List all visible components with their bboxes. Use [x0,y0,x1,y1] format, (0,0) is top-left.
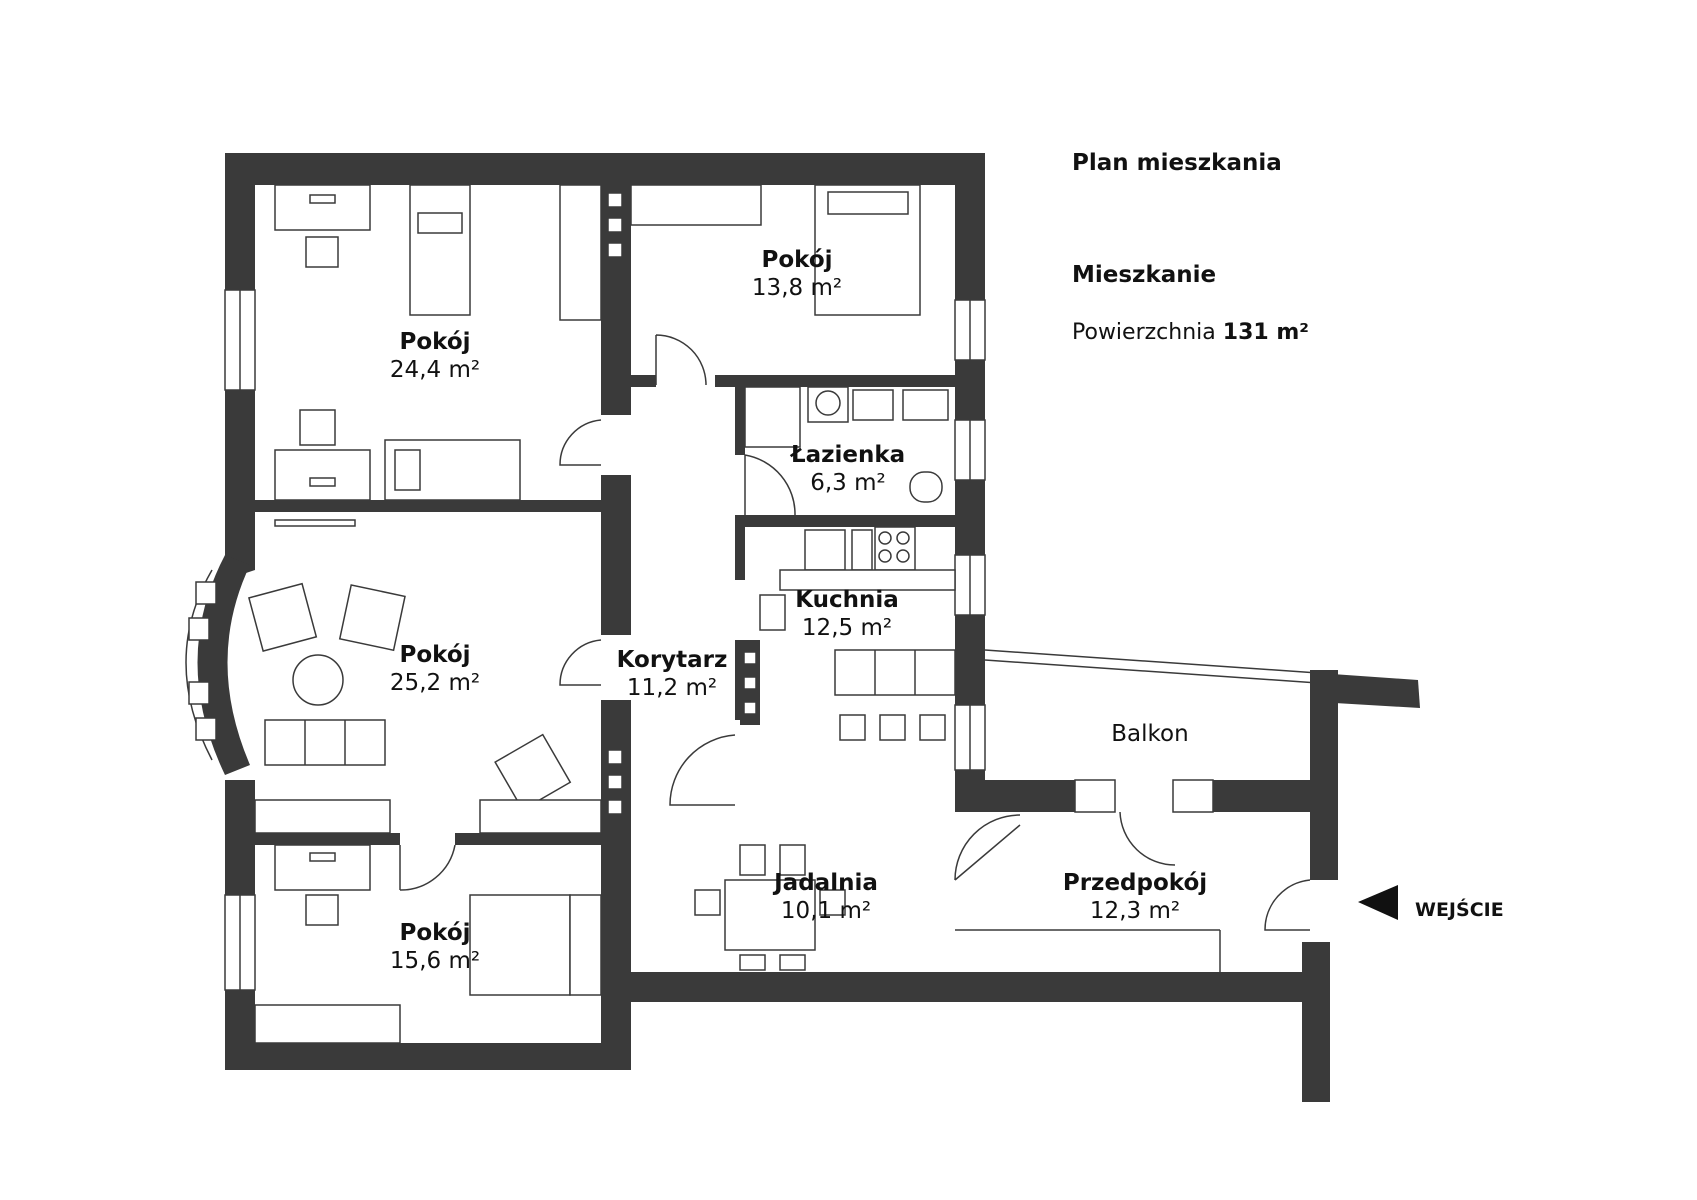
room-name: Korytarz [617,647,728,673]
room-name: Pokój [399,920,470,946]
doors [399,334,1311,931]
room-name: Pokój [399,329,470,355]
room-area: 6,3 m² [810,470,886,496]
vent-squares [607,192,760,815]
walls [225,153,1420,1102]
total-area: Powierzchnia 131 m² [1072,320,1309,345]
windows [185,289,1214,991]
room-area: 11,2 m² [627,675,717,701]
plan-title: Plan mieszkania [1072,150,1282,176]
room-labels: Pokój 24,4 m² Pokój 13,8 m² Łazienka 6,3… [390,247,1207,974]
balcony-rail [984,649,1319,684]
area-value: 131 m² [1222,320,1309,345]
furniture [248,184,1221,1044]
room-name: Jadalnia [772,870,878,896]
entrance-arrow-icon [1358,885,1398,920]
room-area: 25,2 m² [390,670,480,696]
room-name: Kuchnia [795,587,899,613]
room-area: 10,1 m² [781,898,871,924]
entrance-label: WEJŚCIE [1415,897,1504,921]
room-name: Łazienka [789,442,905,468]
plan-subtitle: Mieszkanie [1072,262,1217,288]
room-name: Pokój [761,247,832,273]
room-area: 15,6 m² [390,948,480,974]
room-area: 13,8 m² [752,275,842,301]
room-area: 24,4 m² [390,357,480,383]
room-area: 12,3 m² [1090,898,1180,924]
entrance-marker: WEJŚCIE [1358,885,1504,921]
area-label: Powierzchnia [1072,320,1216,345]
balcony-label: Balkon [1111,721,1188,747]
room-area: 12,5 m² [802,615,892,641]
room-name: Pokój [399,642,470,668]
room-name: Przedpokój [1063,870,1207,896]
